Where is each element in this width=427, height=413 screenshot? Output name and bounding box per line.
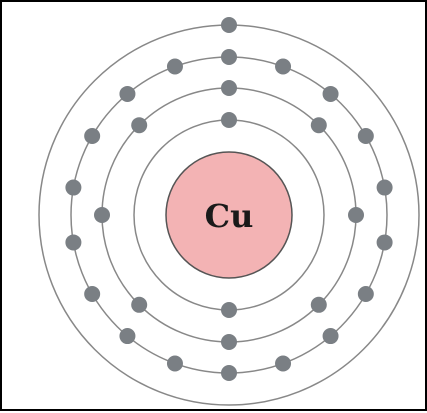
electron: [166, 58, 183, 75]
electron: [84, 128, 101, 144]
electron: [84, 286, 101, 302]
electron: [310, 296, 327, 313]
electron: [221, 334, 237, 350]
electron: [166, 355, 183, 372]
electron: [94, 207, 110, 223]
electron: [322, 85, 339, 102]
electron: [221, 365, 237, 381]
electron: [310, 117, 327, 134]
electron: [131, 296, 148, 313]
electrons: [65, 17, 393, 381]
nucleus: [165, 151, 293, 279]
electron: [275, 58, 292, 75]
electron: [221, 80, 237, 96]
electron: [221, 17, 237, 33]
electron: [348, 207, 364, 223]
electron: [221, 302, 237, 318]
electron: [65, 234, 82, 251]
electron: [65, 179, 82, 196]
electron: [119, 85, 136, 102]
electron: [119, 328, 136, 345]
electron: [376, 234, 393, 251]
electron: [322, 328, 339, 345]
electron: [221, 49, 237, 65]
element-symbol: Cu: [205, 197, 254, 235]
electron: [376, 179, 393, 196]
electron: [357, 286, 374, 302]
electron: [357, 128, 374, 144]
electron: [131, 117, 148, 134]
electron: [275, 355, 292, 372]
electron: [221, 112, 237, 128]
